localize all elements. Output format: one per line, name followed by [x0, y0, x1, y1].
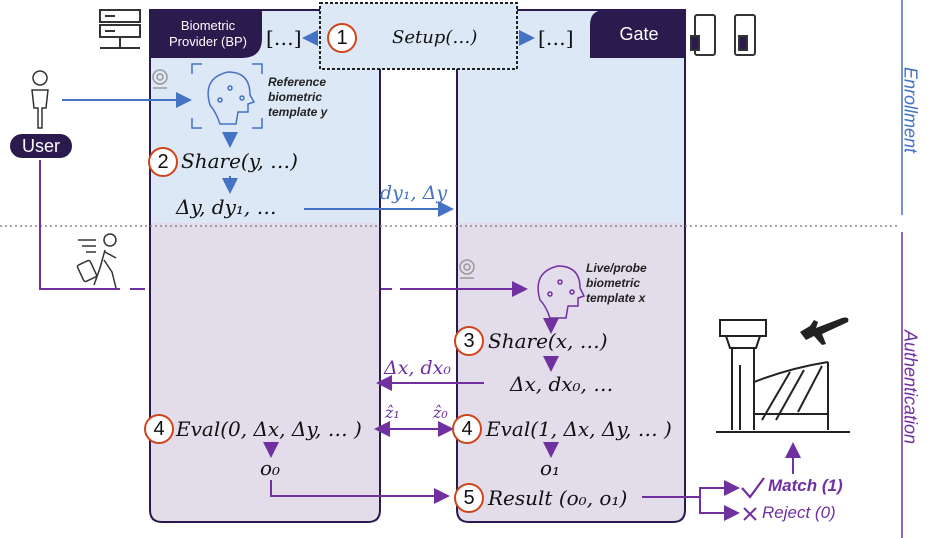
- user-icon: [31, 70, 49, 129]
- ref-template-line2: biometric: [268, 90, 323, 104]
- face-scan-icon-live: [537, 265, 586, 319]
- share-x-label: Share(x, …): [488, 329, 608, 353]
- live-template-label: Live/probe biometric template x: [586, 261, 647, 306]
- reference-template-label: Reference biometric template y: [268, 75, 327, 120]
- eval0-label: Eval(0, Δx, Δy, … ): [176, 417, 362, 441]
- gate-title: Gate: [619, 24, 659, 44]
- bp-enroll-output: Δy, dy₁, …: [176, 195, 277, 219]
- enrollment-label: Enrollment: [900, 66, 921, 154]
- bp-title: Biometric Provider (BP): [156, 18, 260, 50]
- cross-icon: [743, 507, 757, 521]
- user-badge: User: [10, 134, 72, 158]
- airport-icon: [716, 319, 850, 433]
- live-template-line3: template x: [586, 291, 646, 305]
- enroll-transfer-label: dy₁, Δy: [380, 182, 448, 204]
- result-label: Result (o₀, o₁): [488, 486, 628, 510]
- camera-icon-gate: [459, 259, 475, 279]
- setup-box: [319, 2, 518, 70]
- o0-label: o₀: [260, 456, 281, 480]
- right-dots: […]: [538, 26, 574, 50]
- z1-label: ẑ₁: [385, 403, 400, 422]
- setup-label: Setup(…): [392, 27, 478, 48]
- camera-icon-bp: [152, 69, 168, 89]
- match-label: Match (1): [768, 476, 843, 495]
- step-5-circle: 5: [454, 483, 484, 513]
- face-scan-icon-ref: [191, 63, 263, 129]
- reject-label: Reject (0): [762, 503, 836, 522]
- step-2-circle: 2: [148, 147, 178, 177]
- bp-title-line2: Provider (BP): [168, 34, 248, 49]
- step-3-circle: 3: [454, 326, 484, 356]
- server-icon: [99, 9, 141, 49]
- gate-panel: [456, 9, 686, 523]
- step-4-circle-gate: 4: [452, 414, 482, 444]
- ref-template-line1: Reference: [268, 75, 327, 89]
- airplane-icon: [800, 317, 849, 345]
- bp-title-line1: Biometric: [180, 18, 236, 33]
- authentication-label: Authentication: [900, 329, 921, 445]
- bp-panel: [149, 9, 381, 523]
- gate-icon: [690, 14, 756, 56]
- share-y-label: Share(y, …): [181, 149, 298, 173]
- check-icon: [741, 477, 765, 499]
- left-dots: […]: [266, 26, 302, 50]
- auth-transfer-label: Δx, dx₀: [384, 357, 452, 379]
- gate-auth-output: Δx, dx₀, …: [510, 372, 614, 396]
- live-template-line2: biometric: [586, 276, 641, 290]
- step-4-circle-bp: 4: [144, 414, 174, 444]
- step-1-circle: 1: [327, 23, 357, 53]
- z0-label: ẑ₀: [433, 403, 448, 422]
- eval1-label: Eval(1, Δx, Δy, … ): [486, 417, 672, 441]
- traveler-icon: [76, 233, 117, 289]
- o1-label: o₁: [540, 456, 561, 480]
- live-template-line1: Live/probe: [586, 261, 647, 275]
- ref-template-line3: template y: [268, 105, 328, 119]
